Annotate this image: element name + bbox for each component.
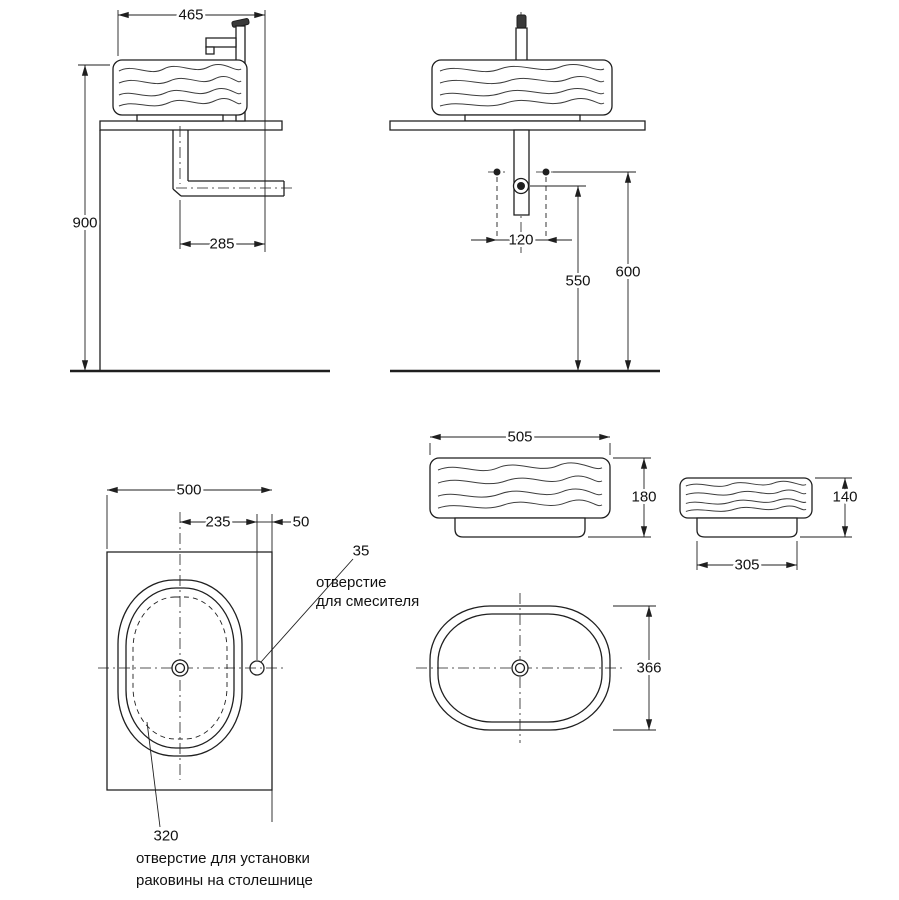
dim-120: 120 [471, 177, 572, 251]
drain-hole [172, 660, 188, 676]
dim-600: 600 [553, 172, 643, 371]
view-countertop-plan: 500 235 50 35 отверстие для смесителя [98, 479, 419, 889]
dim-140: 140 [800, 478, 860, 537]
callout-320: 320 отверстие для установки раковины на … [136, 722, 313, 889]
cutout-dashed [133, 597, 227, 739]
dim-285: 285 [180, 200, 265, 255]
dim-505: 505 [430, 426, 610, 456]
mount-dot-right [542, 168, 550, 176]
dim-label-180: 180 [631, 489, 656, 506]
dim-500: 500 [107, 479, 272, 550]
sink-rim-outer [118, 580, 242, 756]
dim-label-50: 50 [293, 514, 310, 531]
sink-rim-outer [430, 606, 610, 730]
dim-550: 550 [530, 186, 593, 371]
dim-label-505: 505 [507, 429, 532, 446]
sink-rim-inner [438, 614, 602, 722]
dim-label-600: 600 [615, 264, 640, 281]
view-sink-front: 505 180 [430, 426, 659, 538]
mount-dot-left [493, 168, 501, 176]
sink-cutout-plan [98, 512, 286, 780]
note-cutout-line2: раковины на столешнице [136, 872, 313, 889]
note-cutout-line1: отверстие для установки [136, 850, 310, 867]
drain-pipe-side [173, 126, 293, 196]
view-sink-plan: 366 [416, 593, 664, 743]
countertop-side [100, 121, 282, 130]
sink-body-side-install [113, 60, 247, 121]
sink-rim-inner [126, 588, 234, 748]
dim-label-465: 465 [178, 7, 203, 24]
dim-label-550: 550 [565, 273, 590, 290]
dim-label-320: 320 [153, 828, 178, 845]
dim-366: 366 [613, 606, 664, 730]
dim-label-285: 285 [209, 236, 234, 253]
dim-label-120: 120 [508, 232, 533, 249]
dim-label-500: 500 [176, 482, 201, 499]
sink-body-front-install [432, 60, 612, 121]
faucet-spout [206, 38, 236, 47]
countertop-outline [107, 552, 272, 790]
sink-base [697, 518, 797, 537]
drain-pipe [514, 130, 529, 215]
note-faucet-hole-line2: для смесителя [316, 593, 419, 610]
dim-235: 235 [180, 511, 257, 661]
faucet-head [517, 15, 526, 28]
dim-465: 465 [118, 4, 265, 253]
drain-hole [512, 660, 528, 676]
dim-label-235: 235 [205, 514, 230, 531]
dim-label-140: 140 [832, 489, 857, 506]
sink-base [137, 115, 223, 121]
callout-35: 35 отверстие для смесителя [261, 540, 419, 663]
dim-305: 305 [697, 541, 797, 576]
sink-body-side [680, 478, 812, 537]
dim-label-366: 366 [636, 660, 661, 677]
dim-50: 50 [257, 511, 312, 533]
faucet-column [516, 28, 527, 61]
dim-label-900: 900 [72, 215, 97, 232]
view-installation-side: 465 900 285 [70, 4, 330, 372]
countertop-front [390, 121, 645, 130]
view-installation-front: 120 550 600 [390, 12, 660, 371]
dim-label-305: 305 [734, 557, 759, 574]
sink-body-front [430, 458, 610, 537]
faucet-front [516, 15, 527, 61]
note-faucet-hole-line1: отверстие [316, 574, 386, 591]
drain-assembly-front [488, 130, 556, 215]
view-sink-side: 140 305 [680, 478, 860, 576]
dim-label-35: 35 [353, 543, 370, 560]
sink-base [455, 518, 585, 537]
sink-base [465, 115, 580, 121]
dim-900: 900 [70, 65, 110, 371]
faucet-nozzle [206, 47, 214, 54]
dim-180: 180 [588, 458, 659, 537]
